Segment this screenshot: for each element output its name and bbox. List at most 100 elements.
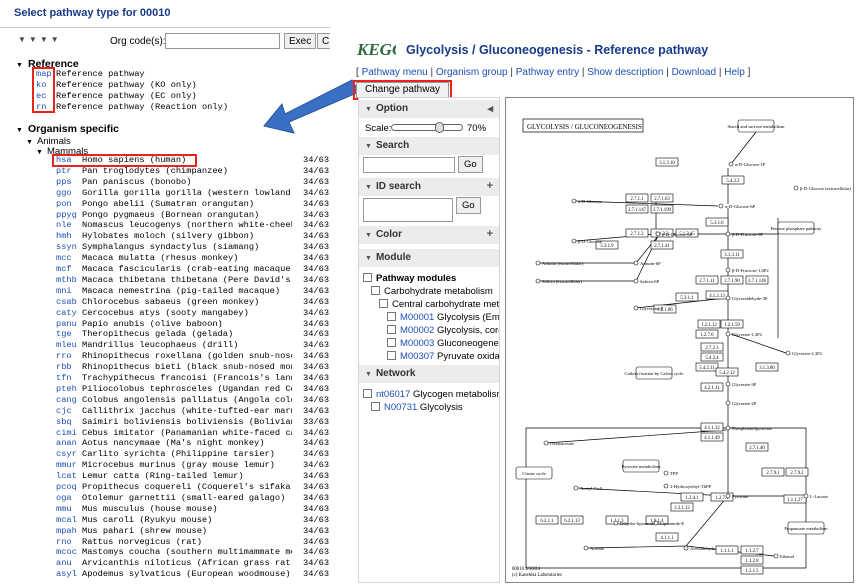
module-id-link[interactable]: M00002 [400,325,435,336]
pathway-link-box[interactable] [787,521,825,535]
organism-code[interactable]: pteh [56,383,77,394]
compound-label[interactable]: Arbutin-6P [640,261,661,266]
organism-code[interactable]: ppyg [56,209,77,220]
ec-label[interactable]: 2.7.2.3 [705,346,719,351]
network-item[interactable]: nt06017 Glycogen metabolism [363,389,499,400]
ec-label[interactable]: 2.7.9.2 [790,471,804,476]
reference-code[interactable]: rn [36,102,47,112]
ec-label[interactable]: 2.7.9.1 [766,471,780,476]
ec-box[interactable] [650,204,674,214]
scale-slider[interactable] [391,122,463,133]
module-section-header[interactable]: ▼Module [359,249,499,267]
ec-box[interactable] [650,240,674,250]
ec-box[interactable] [700,422,724,432]
organism-code[interactable]: lcat [56,471,77,482]
ec-label[interactable]: 1.2.1.5 [745,569,759,574]
compound-node[interactable] [725,493,731,499]
ec-label[interactable]: 1.2.1.59 [724,323,740,328]
ec-box[interactable] [720,275,744,285]
pathway-link-box[interactable] [515,466,553,480]
compound-label[interactable]: TPP [670,471,678,476]
collapse-sidebar-icon[interactable]: ◂ [487,103,493,115]
ec-label[interactable]: 2.7.1.1 [630,197,644,202]
pathway-link-box[interactable] [737,119,775,133]
ec-box[interactable] [625,228,649,238]
organism-code[interactable]: mcf [56,264,72,274]
organism-code[interactable]: mthb [56,274,77,285]
nav-link[interactable]: Show description [587,67,664,78]
compound-node[interactable] [571,238,577,244]
ec-label[interactable]: 2.7.1.199 [653,208,672,213]
organism-code[interactable]: hmh [56,231,72,242]
organism-code[interactable]: csyr [56,449,77,460]
nav-link[interactable]: Download [671,67,717,78]
id-search-section-header[interactable]: ▼ID search + [359,178,499,196]
organism-code[interactable]: mmu [56,503,72,514]
organism-code[interactable]: rro [56,351,72,362]
ec-label[interactable]: 6.2.1.13 [564,519,580,524]
option-section-header[interactable]: ▼Option ◂ [359,100,499,118]
ec-label[interactable]: 4.1.1.1 [660,536,674,541]
ec-box[interactable] [625,204,649,214]
checkbox[interactable] [363,389,372,398]
compound-node[interactable] [785,350,791,356]
organism-code[interactable]: tfn [56,373,72,383]
organism-code[interactable]: mni [56,285,72,296]
compound-label[interactable]: Pentose phosphate pathway [771,226,822,231]
ec-label[interactable]: 5.1.3.15 [679,232,695,237]
exec-button[interactable]: Exec [284,33,317,49]
compound-label[interactable]: Salicin-6P [640,279,660,284]
compound-label[interactable]: Arbutin (extracellular) [542,261,584,266]
organism-code[interactable]: anan [56,438,77,449]
central-carb-item[interactable]: Central carbohydrate metab [379,299,499,310]
organism-code[interactable]: mmur [56,460,77,471]
reference-code[interactable]: map [36,69,52,79]
network-section-header[interactable]: ▼Network [359,365,499,383]
compound-label[interactable]: Pyruvate [732,494,748,499]
organism-code[interactable]: rbb [56,362,72,373]
organism-code[interactable]: mcc [56,253,72,264]
compound-label[interactable]: Glycerate-1,3P2 [732,332,763,338]
compound-node[interactable] [793,185,799,191]
organism-code[interactable]: pcoq [56,482,77,492]
compound-node[interactable] [725,400,731,406]
compound-label[interactable]: Glyceraldehyde-3P [732,296,768,301]
ec-label[interactable]: 5.4.2.11 [699,366,715,371]
ec-label[interactable]: 5.4.2.12 [719,371,735,376]
ec-box[interactable] [650,193,674,203]
carb-metabolism-item[interactable]: Carbohydrate metabolism [371,286,493,297]
ec-box[interactable] [755,362,779,372]
checkbox[interactable] [387,338,396,347]
ec-box[interactable] [745,442,769,452]
compound-label[interactable]: α-D-Glucose-1P [735,162,766,167]
compound-node[interactable] [653,520,659,526]
module-id-link[interactable]: M00003 [400,338,435,349]
ec-label[interactable]: 1.2.1.12 [701,323,717,328]
organism-code[interactable]: asyl [56,569,77,580]
checkbox[interactable] [387,351,396,360]
ec-box[interactable] [740,545,764,555]
ec-label[interactable]: 5.3.1.6 [710,221,724,226]
compound-node[interactable] [535,278,541,284]
compound-node[interactable] [633,278,639,284]
ec-box[interactable] [761,467,785,477]
pathway-link-box[interactable] [777,221,815,235]
compound-label[interactable]: L-Lactate [810,494,828,499]
